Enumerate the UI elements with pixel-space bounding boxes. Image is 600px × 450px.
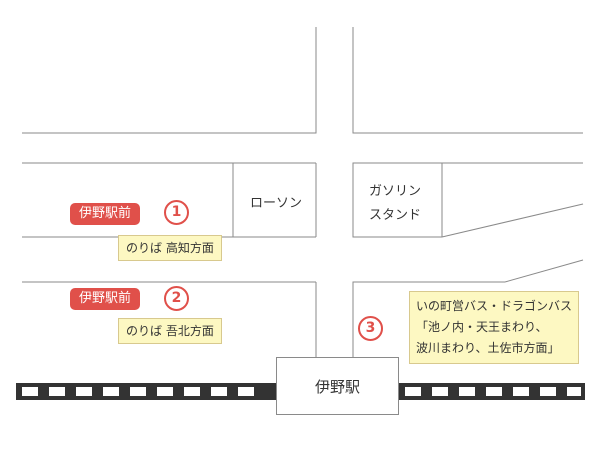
rail-tie — [459, 387, 475, 396]
stop-3-route-note: いの町営バス・ドラゴンバス 「池ノ内・天王まわり、 波川まわり、土佐市方面」 — [409, 291, 580, 364]
lawson-label: ローソン — [250, 196, 303, 211]
road-edge-diagonal — [441, 203, 584, 238]
rail-tie — [211, 387, 227, 396]
road-edge-diagonal — [504, 259, 584, 283]
stop-3-note-line1: いの町営バス・ドラゴンバス — [416, 299, 573, 313]
rail-tie — [567, 387, 581, 396]
rail-tie — [130, 387, 146, 396]
stop-1-platform-note: のりば 高知方面 — [118, 235, 222, 261]
railway — [16, 383, 585, 400]
rail-tie — [157, 387, 173, 396]
bus-stop-badge-1: 伊野駅前 — [70, 203, 141, 225]
stop-number-3-icon: 3 — [358, 316, 383, 341]
road-edge — [22, 27, 317, 134]
stop-number-2-icon: 2 — [164, 286, 189, 311]
rail-tie — [238, 387, 254, 396]
gas-station-line1: ガソリン — [369, 184, 422, 199]
gas-station-line2: スタンド — [369, 208, 422, 223]
rail-tie — [540, 387, 556, 396]
rail-tie — [49, 387, 65, 396]
stop-3-note-line2: 「池ノ内・天王まわり、 — [416, 320, 548, 334]
ino-station: 伊野駅 — [276, 357, 399, 415]
rail-tie — [405, 387, 421, 396]
rail-tie — [22, 387, 38, 396]
rail-tie — [76, 387, 92, 396]
road-edge — [352, 162, 583, 238]
rail-tie — [513, 387, 529, 396]
stop-number-1-icon: 1 — [164, 200, 189, 225]
road-edge — [352, 281, 505, 357]
stop-2-platform-note: のりば 吾北方面 — [118, 318, 222, 344]
stop-3-note-line3: 波川まわり、土佐市方面」 — [416, 341, 560, 355]
rail-tie — [432, 387, 448, 396]
road-edge — [352, 27, 583, 134]
bus-stop-badge-2: 伊野駅前 — [70, 288, 141, 310]
rail-tie — [486, 387, 502, 396]
station-label: 伊野駅 — [314, 377, 360, 396]
rail-tie — [184, 387, 200, 396]
gas-station-label: ガソリン スタンド — [369, 180, 421, 228]
rail-tie — [103, 387, 119, 396]
